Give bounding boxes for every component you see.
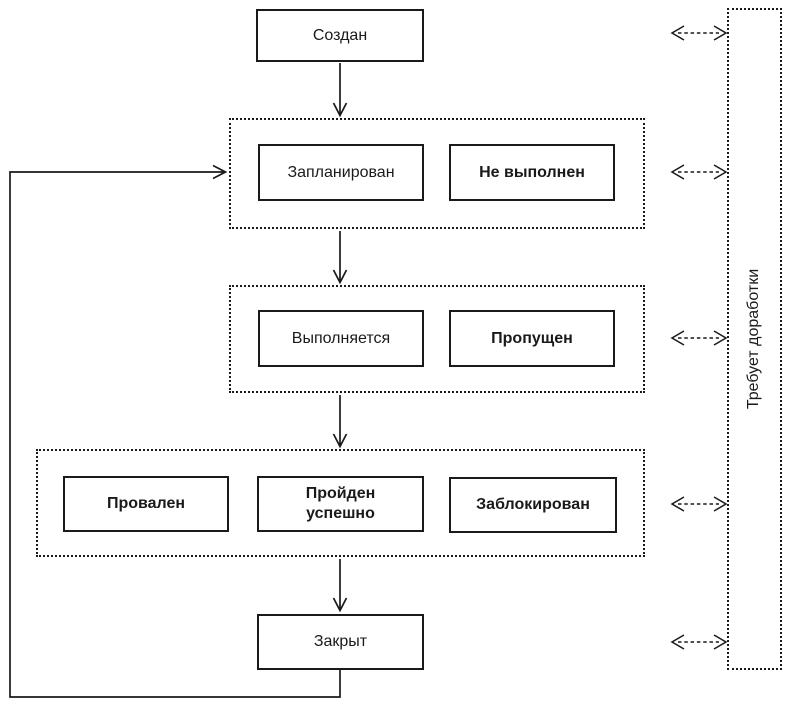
node-skipped: Пропущен <box>449 310 615 367</box>
double-arrow-rework-planned-group <box>670 164 728 180</box>
arrow-planned-to-executing-group <box>332 231 348 285</box>
node-in-progress-label: Выполняется <box>291 329 391 347</box>
double-arrow-rework-result-group <box>670 496 728 512</box>
arrow-result-to-closed <box>332 559 348 613</box>
node-closed: Закрыт <box>257 614 424 670</box>
node-created: Создан <box>256 9 424 62</box>
arrow-created-to-planned-group <box>332 63 348 118</box>
arrow-executing-to-result-group <box>332 395 348 449</box>
node-passed: Пройден успешно <box>257 476 424 532</box>
node-not-executed-label: Не выполнен <box>479 163 585 181</box>
node-planned: Запланирован <box>258 144 424 201</box>
double-arrow-rework-closed <box>670 634 728 650</box>
node-closed-label: Закрыт <box>313 633 368 650</box>
double-arrow-rework-created <box>670 25 728 41</box>
node-in-progress: Выполняется <box>258 310 424 367</box>
node-created-label: Создан <box>312 26 368 44</box>
node-passed-label: Пройден успешно <box>305 485 376 522</box>
rework-panel-label: Требует доработки <box>745 268 763 410</box>
dashed-double-arrows <box>670 25 728 650</box>
node-failed-label: Провален <box>106 495 186 512</box>
node-not-executed: Не выполнен <box>449 144 615 201</box>
rework-panel: Требует доработки <box>727 8 782 670</box>
node-planned-label: Запланирован <box>287 163 395 181</box>
node-skipped-label: Пропущен <box>491 329 573 347</box>
node-failed: Провален <box>63 476 229 532</box>
node-blocked: Заблокирован <box>449 477 617 533</box>
double-arrow-rework-executing-group <box>670 330 728 346</box>
node-blocked-label: Заблокирован <box>476 496 590 513</box>
